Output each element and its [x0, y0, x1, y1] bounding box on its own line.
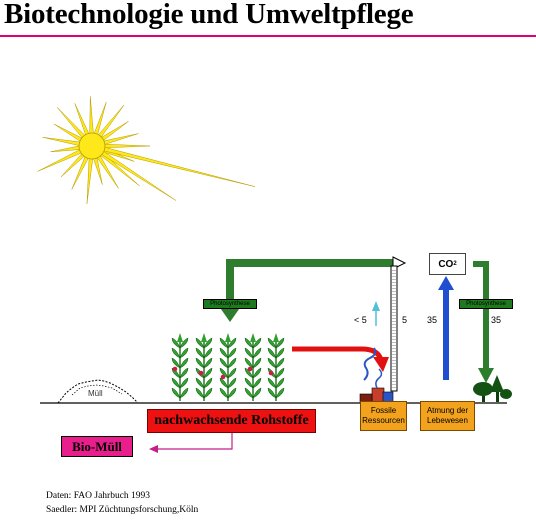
title-underline — [0, 35, 536, 37]
photosynthesis-arrow-right — [473, 261, 489, 370]
crop-plants — [171, 333, 285, 401]
fossile-label-line1: Fossile — [370, 406, 397, 415]
sun-disc — [78, 132, 106, 160]
plant-icon — [219, 333, 237, 401]
fossil-flow-arrowhead — [372, 301, 380, 311]
sun-ray — [86, 158, 93, 204]
plant-icon — [244, 333, 262, 401]
fossil-co2-column — [390, 265, 398, 392]
respiration-arrowhead — [438, 276, 454, 290]
credits-author: Saedler: MPI Züchtungsforschung,Köln — [46, 505, 199, 515]
photosynthesis-value: 35 — [491, 315, 502, 325]
sun-ray — [71, 156, 89, 190]
compost-heap-icon — [56, 379, 140, 404]
sun-ray — [60, 153, 85, 178]
sun-icon — [37, 96, 256, 204]
credits-data-source: Daten: FAO Jahrbuch 1993 — [46, 491, 151, 501]
biomuell-return-arrowhead — [149, 445, 158, 453]
co2-subscript: 2 — [453, 261, 457, 267]
sun-ray — [104, 143, 151, 149]
photosynthesis-arrowhead-right — [478, 368, 494, 383]
sun-ray — [42, 137, 80, 146]
atmung-label-line2: Lebewesen — [427, 416, 468, 425]
fossil-fuel-arrowhead — [373, 357, 389, 372]
atmung-lebewesen-box: Atmung der Lebewesen — [420, 401, 475, 431]
trees-icon — [473, 375, 512, 402]
sun-ray — [50, 145, 80, 153]
plant-icon — [267, 333, 285, 401]
atmung-label-line1: Atmung der — [426, 406, 469, 415]
sun-ray — [37, 149, 82, 172]
page-title: Biotechnologie und Umweltpflege — [4, 0, 414, 30]
plant-icon — [195, 333, 213, 401]
photosynthese-box-left: Photosynthese — [203, 299, 257, 309]
plant-icon — [171, 333, 189, 401]
muell-label: Müll — [88, 389, 103, 398]
fossile-label-line2: Ressourcen — [362, 416, 405, 425]
photosynthese-box-right: Photosynthese — [459, 299, 513, 309]
nachwachsende-rohstoffe-box: nachwachsende Rohstoffe — [147, 409, 316, 433]
credits: Daten: FAO Jahrbuch 1993 Saedler: MPI Zü… — [46, 489, 198, 517]
co2-label: CO — [438, 258, 454, 270]
fossil-column-value: 5 — [402, 315, 408, 325]
biomuell-return-arrow — [158, 433, 233, 450]
sun-ray — [89, 96, 94, 134]
photosynthesis-arrow-left — [226, 259, 393, 302]
fossile-ressourcen-box: Fossile Ressourcen — [360, 401, 407, 431]
bio-muell-box: Bio-Müll — [61, 436, 133, 457]
respiration-value: 35 — [427, 315, 438, 325]
fossil-arrow-value: < 5 — [354, 315, 367, 325]
